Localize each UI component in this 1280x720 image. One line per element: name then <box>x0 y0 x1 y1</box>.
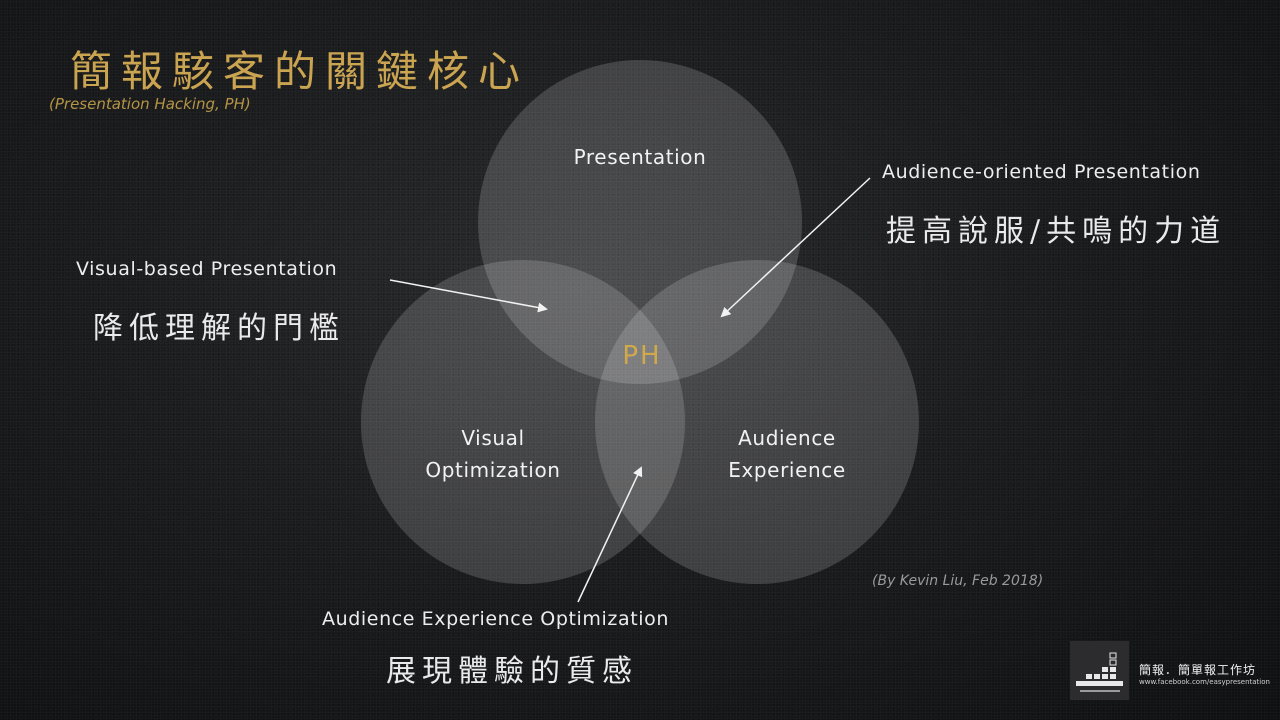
circle-label-audience-line2: Experience <box>728 458 846 482</box>
circle-label-visual-line2: Optimization <box>425 458 561 482</box>
arrow-visual-based <box>389 279 548 313</box>
circle-label-audience-experience: Audience Experience <box>697 422 877 486</box>
circle-label-audience-line1: Audience <box>738 426 836 450</box>
credit-text: (By Kevin Liu, Feb 2018) <box>872 573 1044 589</box>
logo-blocks-icon <box>1076 652 1123 692</box>
venn-circle-presentation <box>478 60 802 384</box>
annotation-audience-experience-opt-en: Audience Experience Optimization <box>322 608 670 630</box>
venn-circle-audience-experience <box>595 260 919 584</box>
page-title: 簡報駭客的關鍵核心 <box>70 47 530 96</box>
annotation-audience-oriented-zh: 提高說服/共鳴的力道 <box>886 214 1227 249</box>
annotation-audience-oriented-en: Audience-oriented Presentation <box>882 161 1201 183</box>
annotation-audience-experience-opt-zh: 展現體驗的質感 <box>386 654 638 689</box>
circle-label-visual-optimization: Visual Optimization <box>403 422 583 486</box>
arrow-audience-experience-optimization <box>577 466 643 603</box>
venn-circle-visual-optimization <box>361 260 685 584</box>
circle-label-presentation: Presentation <box>573 145 707 169</box>
logo-name: 簡報．簡單報工作坊 <box>1139 663 1257 677</box>
center-label-ph: PH <box>622 341 662 371</box>
page-subtitle: (Presentation Hacking, PH) <box>49 95 251 113</box>
annotation-visual-based-zh: 降低理解的門檻 <box>93 311 345 346</box>
arrow-audience-oriented <box>720 177 871 318</box>
logo-icon <box>1070 641 1129 700</box>
annotation-visual-based-en: Visual-based Presentation <box>76 258 338 280</box>
circle-label-visual-line1: Visual <box>461 426 525 450</box>
logo-url[interactable]: www.facebook.com/easypresentation <box>1139 678 1270 686</box>
